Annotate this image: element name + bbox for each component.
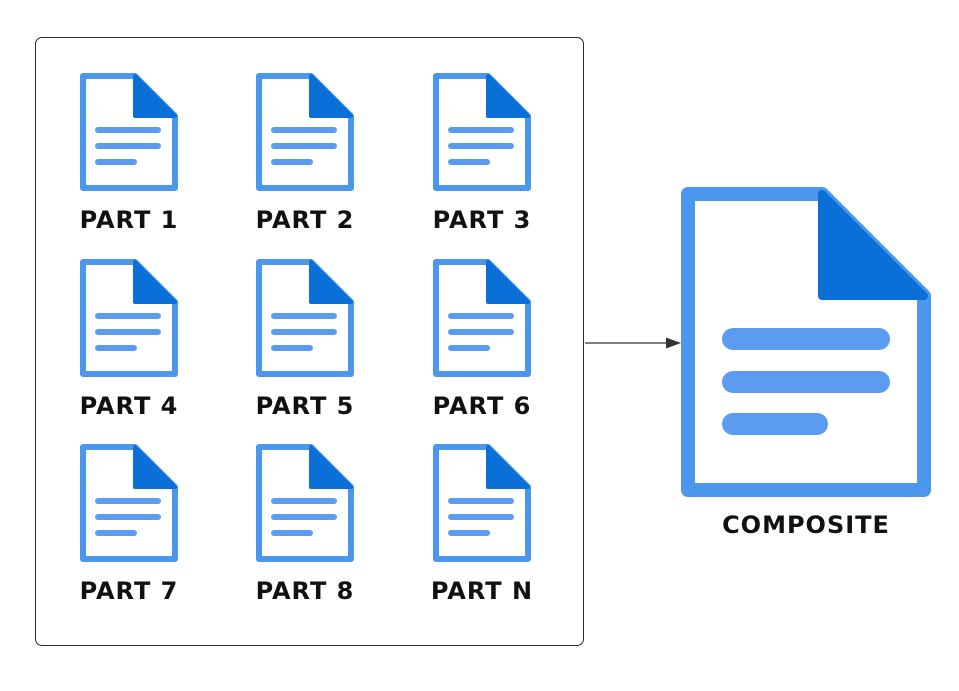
part-6: PART 6 xyxy=(412,258,552,428)
part-7: PART 7 xyxy=(59,443,199,613)
parts-container xyxy=(35,37,584,646)
composite-document xyxy=(680,186,932,498)
document-icon xyxy=(80,259,178,377)
part-4: PART 4 xyxy=(59,258,199,428)
arrow-head-icon xyxy=(666,337,681,349)
document-icon xyxy=(80,73,178,191)
part-label: PART 4 xyxy=(79,392,179,420)
part-label: PART 8 xyxy=(255,577,355,605)
document-icon xyxy=(433,73,531,191)
part-label: PART 2 xyxy=(255,206,355,234)
document-icon xyxy=(80,444,178,562)
document-icon xyxy=(256,259,354,377)
composite-label: COMPOSITE xyxy=(722,511,890,539)
part-label: PART 5 xyxy=(255,392,355,420)
part-1: PART 1 xyxy=(59,72,199,242)
document-icon xyxy=(433,444,531,562)
part-8: PART 8 xyxy=(235,443,375,613)
document-icon xyxy=(681,187,931,497)
part-label: PART 3 xyxy=(432,206,532,234)
part-3: PART 3 xyxy=(412,72,552,242)
part-2: PART 2 xyxy=(235,72,375,242)
part-n: PART N xyxy=(412,443,552,613)
part-label: PART 6 xyxy=(432,392,532,420)
document-icon xyxy=(256,73,354,191)
part-label: PART 7 xyxy=(79,577,179,605)
part-label: PART 1 xyxy=(79,206,179,234)
part-label: PART N xyxy=(430,577,534,605)
document-icon xyxy=(433,259,531,377)
document-icon xyxy=(256,444,354,562)
part-5: PART 5 xyxy=(235,258,375,428)
